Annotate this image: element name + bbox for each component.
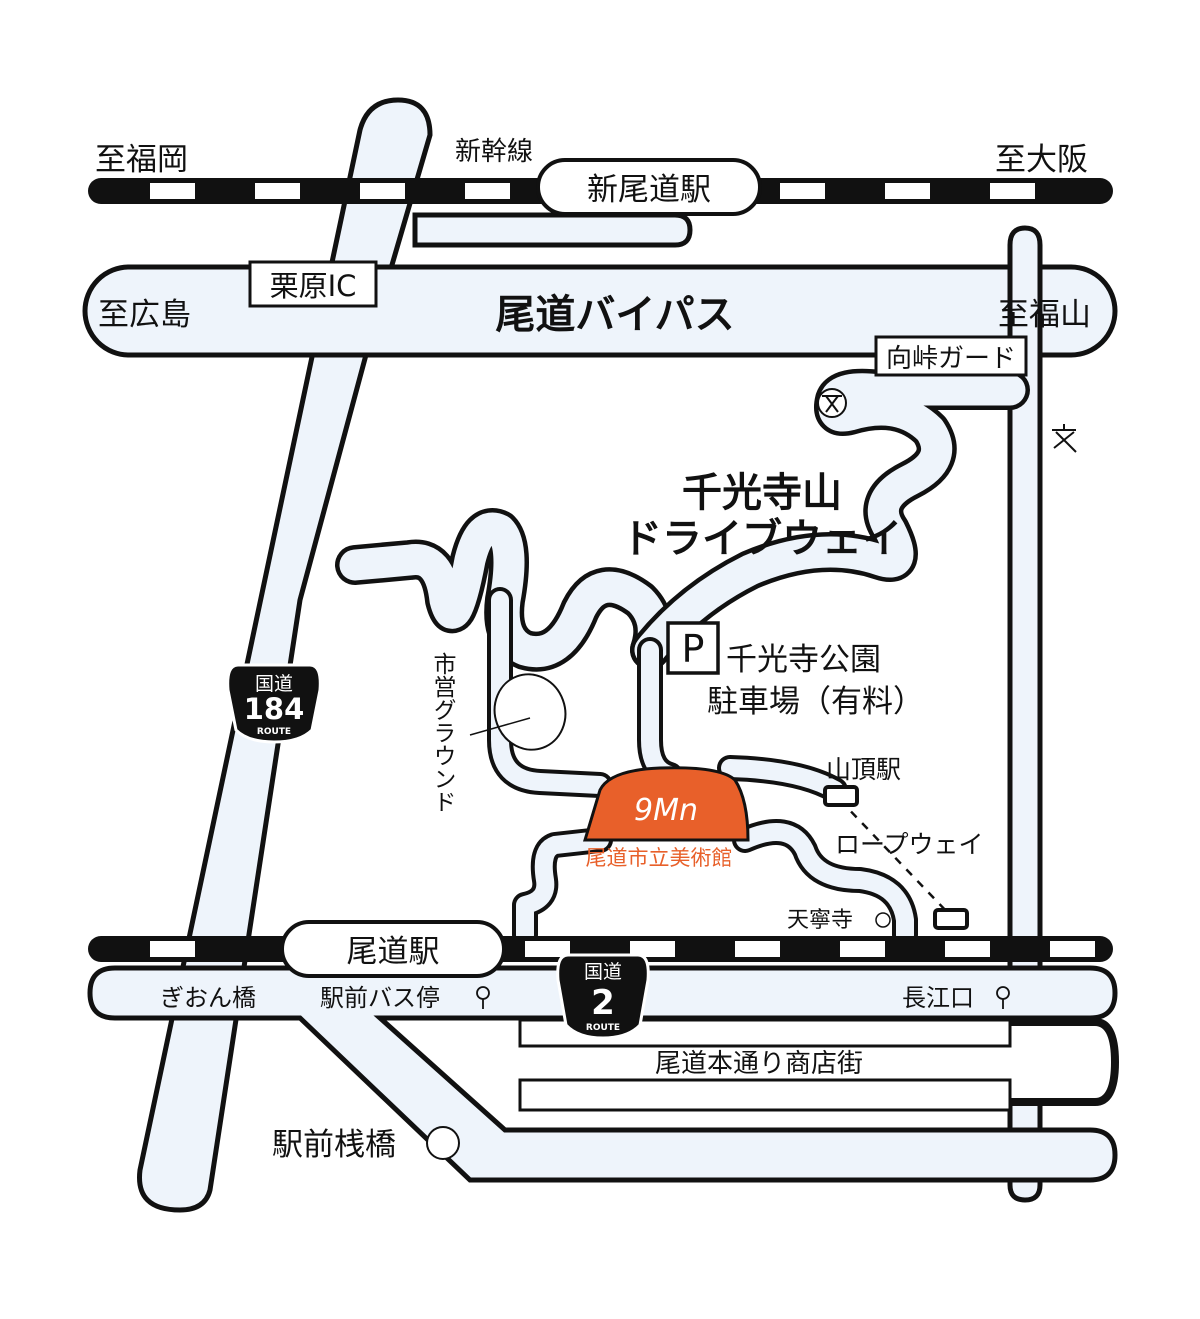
summit-station-label: 山頂駅 bbox=[826, 755, 901, 784]
to-fukuyama: 至福山 bbox=[998, 297, 1091, 333]
museum-logo: 9Mn bbox=[634, 793, 698, 828]
shotengai-label: 尾道本通り商店街 bbox=[655, 1049, 863, 1079]
route-2-route: ROUTE bbox=[586, 1023, 620, 1033]
school-icon bbox=[817, 388, 847, 418]
route-2-shield: 国道 2 ROUTE bbox=[556, 953, 650, 1040]
station-front-road bbox=[87, 965, 1118, 1183]
bus-stop-icon bbox=[996, 986, 1010, 1009]
shinkansen-label: 新幹線 bbox=[455, 137, 533, 167]
onomichi-station-label: 尾道駅 bbox=[347, 934, 440, 970]
to-osaka: 至大阪 bbox=[995, 142, 1088, 178]
city-ground-label: 市営グラウンド bbox=[429, 652, 456, 813]
shotengai-street bbox=[518, 1018, 1120, 1112]
onomichi-station: 尾道駅 bbox=[280, 920, 506, 978]
ropeway-station-icon bbox=[823, 785, 859, 807]
route-184-route: ROUTE bbox=[257, 727, 291, 737]
senkoji-driveway-label-1: 千光寺山 bbox=[682, 470, 842, 516]
museum-marker: 9Mn bbox=[582, 766, 750, 842]
onomichi-bypass-label: 尾道バイパス bbox=[495, 292, 734, 338]
pier-icon bbox=[426, 1126, 460, 1160]
nagaeguchi-label: 長江口 bbox=[902, 984, 974, 1012]
ekimae-bus-stop-label: 駅前バス停 bbox=[320, 984, 440, 1012]
school-icon bbox=[1052, 424, 1077, 453]
bus-stop-icon bbox=[476, 986, 490, 1009]
route-2-kokudo: 国道 bbox=[584, 961, 622, 983]
shin-onomichi-station-label: 新尾道駅 bbox=[587, 172, 711, 208]
ropeway-line bbox=[823, 785, 969, 930]
route-184-road bbox=[137, 97, 433, 1213]
ekimae-pier-label: 駅前桟橋 bbox=[272, 1127, 396, 1163]
mukaitao-guard: 向峠ガード bbox=[874, 335, 1028, 377]
to-hiroshima: 至広島 bbox=[98, 297, 191, 333]
ropeway-label: ロープウェイ bbox=[835, 830, 984, 859]
senkoji-driveway-label-2: ドライブウェイ bbox=[622, 516, 902, 562]
ropeway-station-icon bbox=[933, 908, 969, 930]
parking: P bbox=[666, 621, 720, 675]
parking-label-1: 千光寺公園 bbox=[726, 642, 881, 678]
city-ground-area bbox=[469, 673, 567, 751]
temple-icon bbox=[875, 912, 891, 928]
to-fukuoka: 至福岡 bbox=[95, 142, 188, 178]
kurihara-ic-label: 栗原IC bbox=[270, 269, 357, 303]
route-2-number: 2 bbox=[591, 983, 615, 1023]
route-184-kokudo: 国道 bbox=[255, 673, 293, 695]
route-184-shield: 国道 184 ROUTE bbox=[226, 663, 322, 744]
kurihara-ic: 栗原IC bbox=[248, 260, 378, 308]
route-184-number: 184 bbox=[244, 692, 305, 726]
parking-icon: P bbox=[682, 627, 705, 671]
mukaitao-guard-label: 向峠ガード bbox=[886, 344, 1016, 374]
museum-label: 尾道市立美術館 bbox=[586, 846, 733, 870]
parking-label-2: 駐車場（有料） bbox=[707, 684, 924, 720]
tenneiji-label: 天寧寺 bbox=[787, 908, 853, 933]
gion-bridge-label: ぎおん橋 bbox=[160, 984, 256, 1012]
shin-onomichi-access-road bbox=[412, 212, 693, 248]
shin-onomichi-station: 新尾道駅 bbox=[536, 158, 762, 216]
